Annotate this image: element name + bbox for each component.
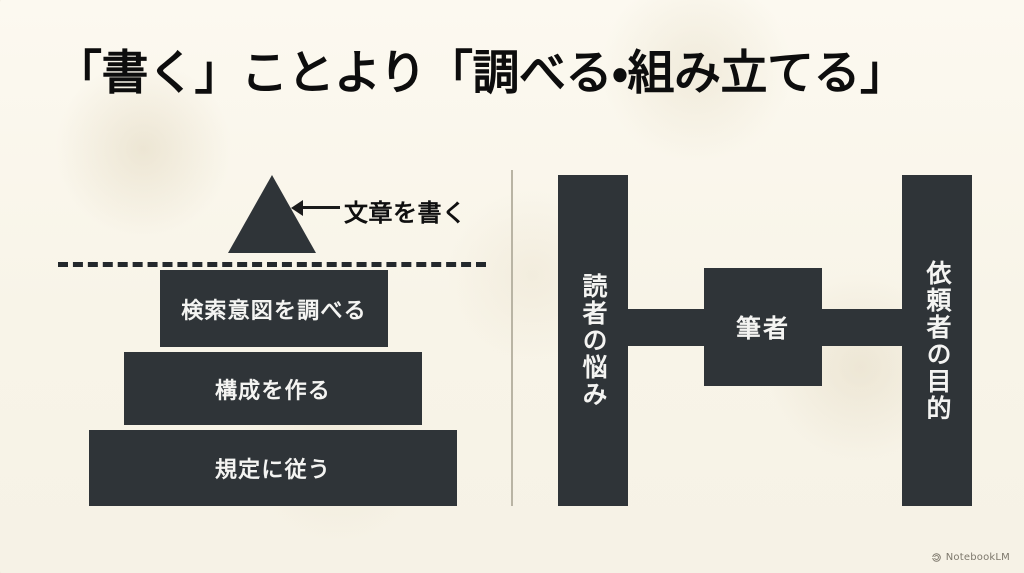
- callout-arrow-head-icon: [291, 200, 303, 216]
- connector-reader-to-author: [628, 309, 706, 346]
- notebooklm-spiral-icon: [930, 552, 942, 563]
- reader-problem-label: 読者の悩み: [579, 273, 608, 408]
- pyramid-tier-1: 検索意図を調べる: [160, 270, 388, 347]
- watermark-label: NotebookLM: [945, 552, 1010, 563]
- callout-label-write-text: 文章を書く: [344, 199, 467, 227]
- author-box: 筆者: [704, 268, 822, 386]
- pyramid-tier-3: 規定に従う: [89, 430, 457, 506]
- connector-author-to-client: [820, 309, 904, 346]
- pyramid-tier-2-label: 構成を作る: [214, 378, 331, 404]
- watermark: NotebookLM: [930, 552, 1010, 563]
- pyramid-tier-3-label: 規定に従う: [214, 458, 331, 483]
- pyramid-dashed-divider: [58, 262, 486, 267]
- pyramid-tier-2: 構成を作る: [124, 352, 422, 425]
- client-purpose-bar: 依頼者の目的: [902, 175, 972, 506]
- client-purpose-label: 依頼者の目的: [923, 259, 952, 422]
- callout-arrow-line: [300, 206, 340, 209]
- page-title: 「書く」ことより「調べる・組み立てる」: [55, 46, 907, 101]
- panel-divider: [511, 170, 513, 506]
- reader-problem-bar: 読者の悩み: [558, 175, 628, 506]
- pyramid-tier-1-label: 検索意図を調べる: [181, 298, 367, 324]
- author-label: 筆者: [735, 314, 790, 343]
